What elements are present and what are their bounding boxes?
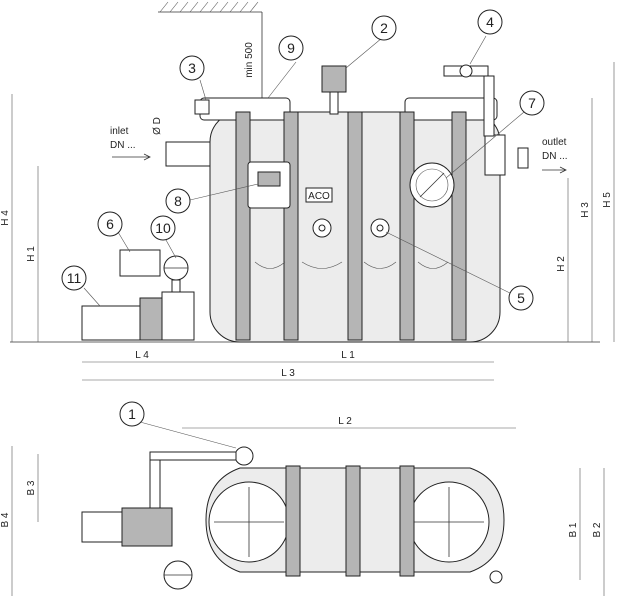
callout-1: 1 — [128, 406, 136, 422]
callout-10: 10 — [155, 220, 171, 236]
callout-5: 5 — [517, 290, 525, 306]
dim-h2: H 2 — [556, 256, 567, 272]
pump-pipe — [161, 291, 195, 341]
dim-l1: L 1 — [341, 350, 355, 361]
side-labels: min 500 Ø D inlet DN ... outlet DN ... — [110, 42, 568, 174]
inlet-arrow-icon — [112, 153, 151, 161]
callout-3: 3 — [188, 60, 196, 76]
top-view — [81, 446, 505, 590]
min-500-label: min 500 — [244, 42, 255, 78]
dim-l3: L 3 — [281, 368, 295, 379]
dim-h3: H 3 — [580, 202, 591, 218]
pump-housing — [139, 297, 163, 341]
callout-2: 2 — [380, 20, 388, 36]
side-view: ACO — [10, 64, 600, 343]
dim-h4: H 4 — [0, 210, 11, 226]
side-dimensions: H 4 H 1 H 2 H 3 H 5 L 4 L 1 L 3 — [0, 62, 615, 381]
callout-4: 4 — [486, 14, 494, 30]
control-display — [257, 171, 281, 187]
callout-8: 8 — [174, 193, 182, 209]
outlet-arrow-icon — [542, 166, 567, 174]
dim-b1: B 1 — [568, 522, 579, 537]
tank-ribs — [235, 111, 467, 341]
dim-b3: B 3 — [26, 480, 37, 495]
callout-11: 11 — [67, 270, 82, 286]
dim-b4: B 4 — [0, 512, 11, 527]
right-manhole-cover — [404, 97, 498, 121]
outlet-label: outlet — [542, 137, 567, 148]
pump-motor — [81, 305, 141, 341]
aco-logo-box — [305, 187, 333, 203]
valve-motor — [119, 249, 161, 277]
top-dimensions: L 2 B 3 B 4 B 1 B 2 — [0, 416, 605, 596]
dim-h1: H 1 — [26, 246, 37, 262]
callout-9: 9 — [287, 40, 295, 56]
pump-motor-top — [81, 511, 123, 543]
callouts: 9 2 4 3 7 8 6 10 11 5 1 — [61, 9, 545, 449]
inlet-label: inlet — [110, 126, 129, 137]
diameter-label: Ø D — [152, 117, 163, 135]
dim-b2: B 2 — [592, 522, 603, 537]
dim-h5: H 5 — [602, 192, 613, 208]
inlet-pipe — [165, 141, 211, 167]
aco-logo: ACO — [308, 191, 330, 202]
callout-9-circle — [278, 35, 304, 61]
outlet-pipe — [484, 134, 506, 176]
dim-l4: L 4 — [135, 350, 149, 361]
callout-7: 7 — [528, 95, 536, 111]
pipe-elbow-top — [234, 446, 254, 466]
dim-l2: L 2 — [338, 416, 352, 427]
top-actuator — [321, 65, 347, 93]
outlet-dn-label: DN ... — [542, 151, 568, 162]
ceiling-hatch — [158, 1, 263, 98]
callout-6: 6 — [106, 216, 114, 232]
inlet-dn-label: DN ... — [110, 140, 136, 151]
vent-pipe — [194, 99, 210, 115]
